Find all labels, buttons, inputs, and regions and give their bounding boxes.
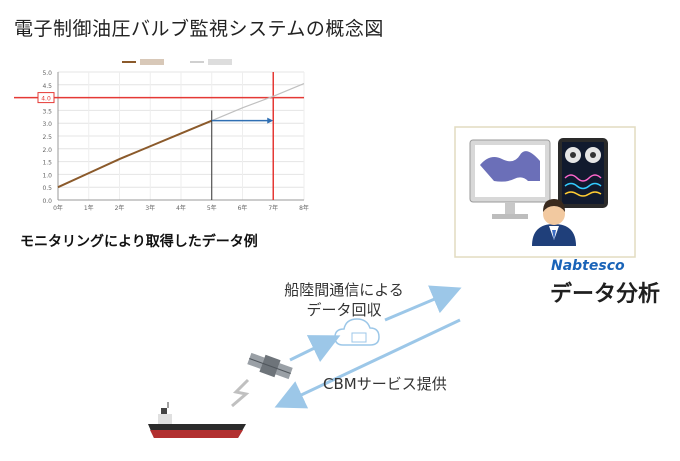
cbm-service-label: CBMサービス提供: [323, 375, 447, 393]
x-tick-label: 3年: [145, 204, 155, 212]
user-icon: [532, 199, 576, 246]
chart-svg: 0.0 0.5 1.0 1.5 2.0 2.5 3.0 3.5 4.0 4.5 5.0 0年 1年 2年 3…: [14, 59, 309, 212]
x-tick-label: 0年: [53, 204, 63, 212]
threshold-value-label: 4.0: [41, 96, 51, 103]
x-tick-label: 6年: [238, 204, 248, 212]
horizon-arrow-head: [267, 117, 274, 124]
tablet-icon: [558, 138, 608, 208]
cloud-to-analysis-arrow: [384, 285, 462, 322]
collect-line-2: データ回収: [306, 301, 382, 319]
x-tick-label: 8年: [299, 204, 309, 212]
x-tick-label: 1年: [84, 204, 94, 212]
cbm-service-arrow: [274, 318, 461, 409]
legend-label-measured: [140, 59, 164, 65]
y-tick-label: 2.5: [42, 134, 52, 141]
satellite-icon: [247, 352, 293, 380]
satellite-to-cloud-arrow: [289, 335, 341, 363]
chart-legend: [122, 59, 232, 65]
chart-caption: モニタリングにより取得したデータ例: [20, 234, 258, 250]
brand-logo: Nabtesco: [551, 258, 625, 274]
x-tick-label: 5年: [207, 204, 217, 212]
y-tick-label: 1.5: [42, 160, 52, 167]
signal-lightning-icon: [231, 378, 250, 408]
legend-label-trend: [208, 59, 232, 65]
collect-line-1: 船陸間通信による: [284, 281, 404, 299]
monitoring-chart: 0.0 0.5 1.0 1.5 2.0 2.5 3.0 3.5 4.0 4.5 5.0 0年 1年 2年 3…: [4, 54, 326, 230]
data-analysis-label: データ分析: [550, 282, 661, 307]
y-tick-label: 0.0: [42, 198, 52, 205]
measured-series-line: [57, 119, 213, 189]
y-tick-label: 4.5: [42, 83, 52, 90]
monitor-icon: [469, 139, 551, 219]
y-tick-label: 5.0: [42, 70, 52, 77]
y-tick-label: 2.0: [42, 147, 52, 154]
y-tick-label: 0.5: [42, 185, 52, 192]
y-tick-label: 3.5: [42, 108, 52, 115]
y-tick-label: 1.0: [42, 172, 52, 179]
ship-icon: [148, 402, 246, 438]
ship-to-shore-label: 船陸間通信による データ回収: [266, 280, 422, 320]
threshold-value-box: [37, 92, 55, 104]
x-tick-label: 2年: [115, 204, 125, 212]
page-title: 電子制御油圧バルブ監視システムの概念図: [14, 18, 384, 40]
y-tick-label: 3.0: [42, 121, 52, 128]
x-tick-label: 4年: [176, 204, 186, 212]
x-tick-label: 7年: [268, 204, 278, 212]
trend-series-line: [211, 82, 305, 122]
cloud-icon: [334, 318, 380, 346]
